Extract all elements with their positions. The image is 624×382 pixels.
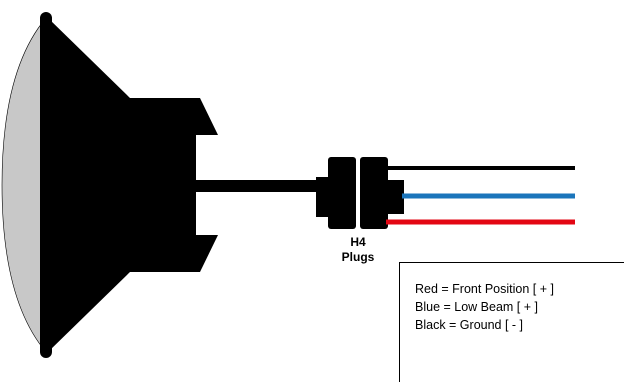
headlamp-housing [48,18,218,352]
headlight-wiring-diagram [1,12,575,358]
connector-right-cap [386,180,404,214]
connector-right-body [360,157,388,229]
plug-label-line1: H4 [350,235,366,249]
legend-red-entry: Red = Front Position [ + ] [415,282,554,296]
main-cable [196,180,318,192]
headlamp-lens [1,17,47,353]
legend-blue-entry: Blue = Low Beam [ + ] [415,300,538,314]
connector-left-cap [316,177,330,217]
plug-label-line2: Plugs [341,250,375,264]
h4-plugs-label: H4 Plugs [318,235,398,265]
wiring-legend: Red = Front Position [ + ] Blue = Low Be… [399,262,624,382]
connector-left-body [328,157,356,229]
legend-black-entry: Black = Ground [ - ] [415,318,524,332]
h4-connector [316,157,404,229]
